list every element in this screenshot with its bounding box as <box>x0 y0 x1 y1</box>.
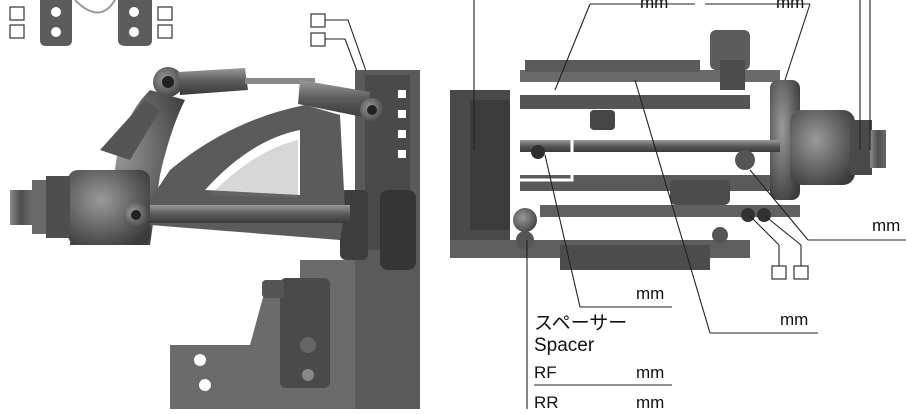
shim-boxes-upper-arm <box>310 13 373 109</box>
right-view <box>450 0 906 409</box>
rf-mm-label: mm <box>636 363 665 382</box>
mm-label-lower: mm <box>780 310 809 329</box>
highlight-box <box>510 128 574 182</box>
leader-lines <box>473 0 906 409</box>
shim-boxes-topleft <box>9 6 173 39</box>
shim-boxes-bottom <box>749 215 809 280</box>
left-view <box>9 0 420 409</box>
upper-assembly <box>520 30 780 130</box>
mm-label-top-b: mm <box>776 0 805 12</box>
right-knuckle <box>770 80 886 200</box>
rr-label: RR <box>534 393 559 412</box>
toe-plate-right-icon <box>118 0 152 46</box>
spacer-label-jp: スペーサー <box>534 313 628 334</box>
mm-label-right: mm <box>872 216 901 235</box>
rr-mm-label: mm <box>636 393 665 412</box>
steering-rod <box>520 140 780 170</box>
lower-a-arm <box>123 105 350 240</box>
spacer-label-en: Spacer <box>534 335 595 356</box>
toe-plate-left-icon <box>40 0 72 46</box>
mm-label-top-a: mm <box>640 0 669 12</box>
mm-label-mid: mm <box>636 284 665 303</box>
axle-nut <box>10 176 70 238</box>
upper-arm-turnbuckle <box>153 67 384 122</box>
chassis-plate <box>170 260 355 409</box>
bulkhead <box>340 70 420 409</box>
rf-label: RF <box>534 363 557 382</box>
lower-links <box>513 175 800 249</box>
